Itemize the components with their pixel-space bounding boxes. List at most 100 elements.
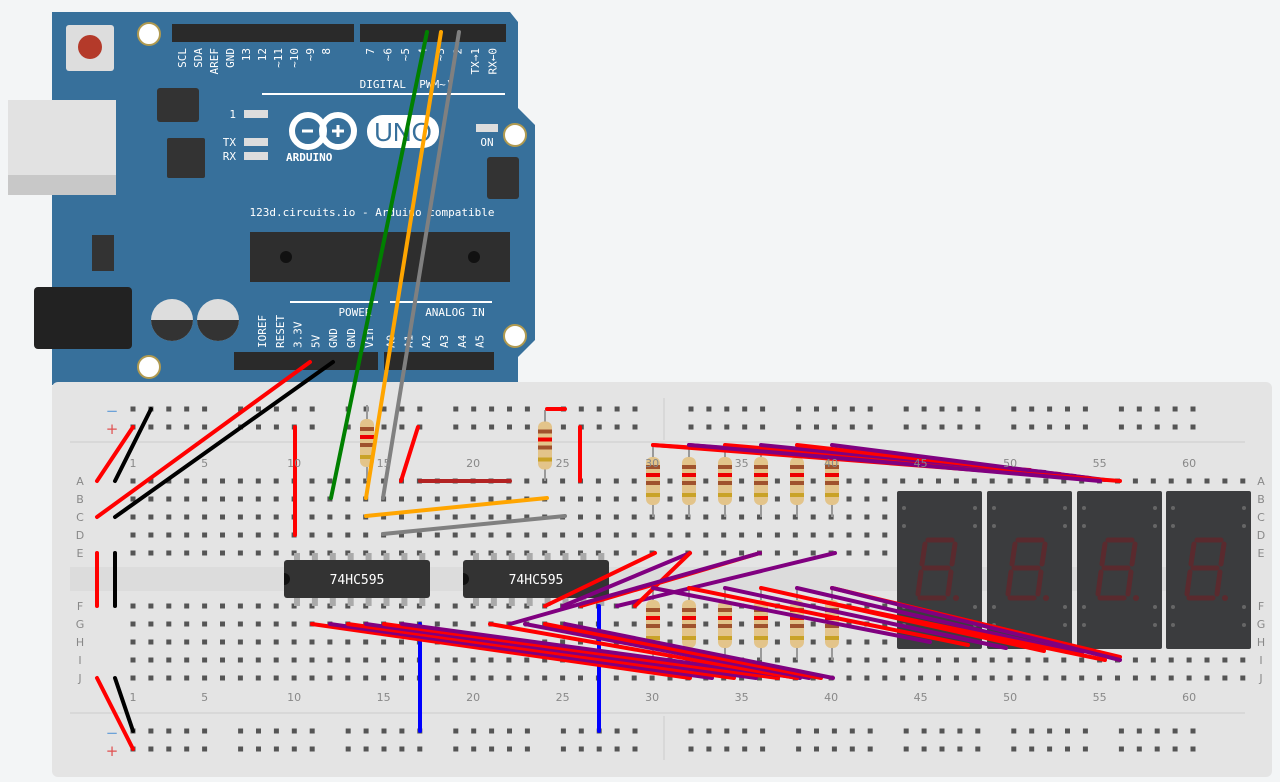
red-wire[interactable] — [95, 425, 135, 483]
rail-hole[interactable] — [614, 406, 620, 412]
breadboard-hole[interactable] — [1007, 478, 1013, 484]
orange-wire[interactable] — [364, 30, 443, 500]
rail-hole[interactable] — [202, 728, 208, 734]
breadboard-hole[interactable] — [936, 675, 941, 681]
rail-hole[interactable] — [706, 746, 712, 752]
gray-wire[interactable] — [381, 514, 567, 536]
purple-wire[interactable] — [830, 443, 1107, 482]
rail-hole[interactable] — [578, 406, 584, 412]
rail-hole[interactable] — [867, 746, 873, 752]
breadboard-hole[interactable] — [345, 478, 351, 484]
breadboard-hole[interactable] — [882, 550, 888, 556]
breadboard-hole[interactable] — [237, 532, 243, 538]
black-wire[interactable] — [113, 676, 135, 733]
rail-hole[interactable] — [363, 728, 369, 734]
rail-hole[interactable] — [1011, 746, 1017, 752]
breadboard-hole[interactable] — [631, 478, 637, 484]
breadboard-hole[interactable] — [184, 496, 190, 502]
breadboard-hole[interactable] — [345, 675, 351, 681]
breadboard-hole[interactable] — [130, 550, 136, 556]
breadboard-hole[interactable] — [309, 514, 315, 520]
breadboard-hole[interactable] — [506, 514, 512, 520]
rail-hole[interactable] — [632, 728, 638, 734]
breadboard-hole[interactable] — [631, 621, 637, 627]
rail-hole[interactable] — [724, 424, 730, 430]
breadboard-hole[interactable] — [452, 657, 458, 663]
rail-hole[interactable] — [724, 728, 730, 734]
purple-wire[interactable] — [364, 622, 758, 680]
breadboard-hole[interactable] — [202, 675, 208, 681]
rail-hole[interactable] — [867, 728, 873, 734]
breadboard-hole[interactable] — [273, 478, 279, 484]
breadboard-hole[interactable] — [184, 657, 190, 663]
breadboard-hole[interactable] — [1079, 657, 1085, 663]
breadboard-hole[interactable] — [166, 550, 172, 556]
rail-hole[interactable] — [1190, 424, 1196, 430]
breadboard-hole[interactable] — [220, 550, 225, 556]
breadboard-hole[interactable] — [166, 603, 172, 609]
resistor[interactable] — [646, 588, 660, 660]
breadboard-hole[interactable] — [166, 514, 172, 520]
rail-hole[interactable] — [867, 424, 873, 430]
breadboard-hole[interactable] — [613, 496, 619, 502]
breadboard-hole[interactable] — [488, 514, 494, 520]
rail-hole[interactable] — [760, 728, 766, 734]
breadboard-hole[interactable] — [237, 478, 243, 484]
breadboard-hole[interactable] — [255, 478, 261, 484]
breadboard-hole[interactable] — [739, 496, 745, 502]
breadboard-hole[interactable] — [416, 532, 422, 538]
red-wire[interactable] — [310, 622, 692, 680]
breadboard-hole[interactable] — [255, 514, 261, 520]
breadboard-hole[interactable] — [184, 621, 190, 627]
breadboard-hole[interactable] — [936, 657, 941, 663]
breadboard-hole[interactable] — [202, 603, 208, 609]
breadboard-hole[interactable] — [739, 532, 745, 538]
breadboard-hole[interactable] — [452, 675, 458, 681]
rail-hole[interactable] — [1065, 746, 1070, 752]
breadboard-hole[interactable] — [774, 639, 780, 645]
breadboard-hole[interactable] — [381, 675, 387, 681]
breadboard-hole[interactable] — [524, 657, 530, 663]
breadboard-hole[interactable] — [470, 496, 476, 502]
breadboard-hole[interactable] — [1186, 478, 1192, 484]
breadboard-hole[interactable] — [1204, 675, 1210, 681]
breadboard-hole[interactable] — [255, 639, 261, 645]
breadboard-hole[interactable] — [220, 496, 225, 502]
rail-hole[interactable] — [273, 728, 279, 734]
rail-hole[interactable] — [399, 406, 405, 412]
breadboard-hole[interactable] — [1240, 657, 1246, 663]
breadboard-hole[interactable] — [220, 675, 225, 681]
breadboard-hole[interactable] — [953, 675, 959, 681]
rail-hole[interactable] — [814, 406, 819, 412]
rail-hole[interactable] — [524, 728, 530, 734]
breadboard-hole[interactable] — [202, 478, 208, 484]
breadboard-hole[interactable] — [309, 675, 315, 681]
rail-hole[interactable] — [921, 728, 927, 734]
breadboard-hole[interactable] — [595, 532, 601, 538]
breadboard-hole[interactable] — [291, 675, 297, 681]
breadboard-hole[interactable] — [220, 639, 225, 645]
breadboard-hole[interactable] — [989, 478, 995, 484]
purple-wire[interactable] — [328, 622, 714, 680]
breadboard-hole[interactable] — [148, 639, 154, 645]
rail-hole[interactable] — [417, 406, 423, 412]
breadboard-hole[interactable] — [613, 621, 619, 627]
breadboard-hole[interactable] — [560, 478, 566, 484]
breadboard-hole[interactable] — [202, 496, 208, 502]
rail-hole[interactable] — [148, 746, 154, 752]
breadboard-hole[interactable] — [237, 657, 243, 663]
breadboard-hole[interactable] — [237, 496, 243, 502]
rail-hole[interactable] — [903, 406, 909, 412]
rail-hole[interactable] — [507, 746, 512, 752]
rail-hole[interactable] — [921, 424, 927, 430]
breadboard-hole[interactable] — [130, 621, 136, 627]
rail-hole[interactable] — [1082, 728, 1088, 734]
rail-hole[interactable] — [688, 424, 694, 430]
rail-hole[interactable] — [273, 746, 279, 752]
rail-hole[interactable] — [309, 746, 315, 752]
breadboard-hole[interactable] — [434, 657, 440, 663]
breadboard-hole[interactable] — [381, 478, 387, 484]
rail-hole[interactable] — [939, 746, 945, 752]
breadboard-hole[interactable] — [757, 532, 762, 538]
rail-hole[interactable] — [184, 746, 190, 752]
